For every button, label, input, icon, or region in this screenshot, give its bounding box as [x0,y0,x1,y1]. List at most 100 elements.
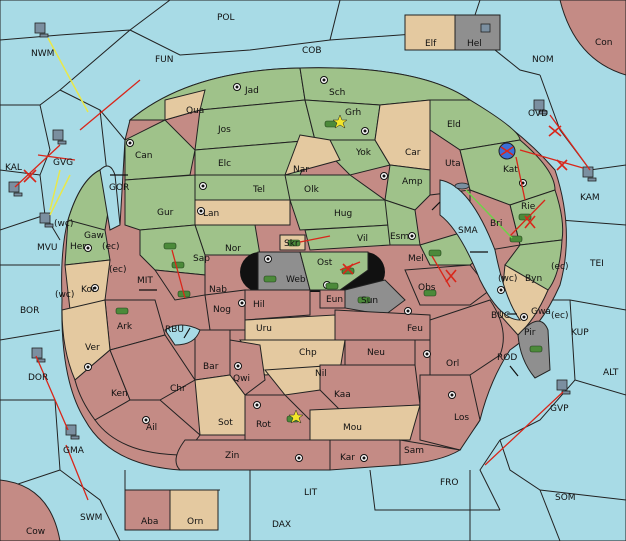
land-lan[interactable] [194,199,291,226]
label-buc: BUC [491,311,510,321]
label-som: SOM [555,493,576,503]
label-can: Can [135,151,153,161]
label-qwi: Qwi [233,374,250,384]
land-qwi[interactable] [229,339,266,396]
label-los: Los [454,413,469,423]
label-chr: Chr [170,384,186,394]
land-los[interactable] [419,374,481,451]
label-her: Her [70,242,86,252]
land-qua[interactable] [164,89,206,121]
land-vil[interactable] [304,224,391,251]
label-gvg: GVG [53,158,73,168]
label-elc: Elc [218,159,231,169]
label-bri: Bri [490,219,502,229]
land-can[interactable] [124,119,196,181]
land-amp[interactable] [384,164,431,211]
label-yok: Yok [355,148,372,158]
land-bar[interactable] [194,329,231,381]
label-aba: Aba [141,517,158,527]
label-vil: Vil [357,234,368,244]
land-ail[interactable] [94,399,201,456]
label-neu: Neu [367,348,385,358]
land-gaw[interactable] [67,169,111,236]
label-alt: ALT [603,368,619,378]
label-dax: DAX [272,520,291,530]
land-tel[interactable] [194,174,291,201]
land-sun[interactable] [344,279,406,316]
land-ost[interactable] [299,251,369,291]
land-chr[interactable] [109,334,196,401]
inlet-rbu [164,324,201,346]
label-tel: Tel [252,185,265,195]
label-rod: ROD [497,353,517,363]
label-ost: Ost [317,258,333,268]
label-mit: MIT [137,276,153,286]
label-nar: Nar [293,165,309,175]
label-gvp: GVP [550,404,569,414]
label-olk: Olk [304,185,320,195]
label-sch: Sch [329,88,345,98]
label-amp: Amp [402,177,423,187]
land-gur[interactable] [124,174,196,231]
land-zin[interactable] [175,439,331,471]
label-gaw: Gaw [84,231,104,241]
label-pir: Pir [524,328,536,338]
label-sma: SMA [458,226,478,236]
label-sam: Sam [404,446,424,456]
label-kar: Kar [340,453,355,463]
land-elf[interactable] [404,14,456,51]
passage-arrows [110,174,519,377]
label-sot: Sot [218,418,233,428]
label-kor: Kor [81,285,96,295]
label-feu: Feu [407,324,423,334]
label-nil: Nil [315,369,327,379]
label-byn: Byn [525,274,542,284]
label-rie: Rie [521,202,536,212]
label-esm: Esm [390,232,409,242]
label-lan: Lan [203,209,219,219]
label-rot: Rot [256,420,271,430]
label-cow: Cow [26,527,45,537]
label-eld: Eld [447,120,461,130]
land-mou[interactable] [309,404,421,441]
label-mel: Mel [408,254,424,264]
label-con: Con [595,38,613,48]
coast-tag-gwa-ec: (ec) [551,311,569,321]
land-hel[interactable] [454,14,501,51]
label-hel: Hel [467,39,482,49]
label-hil: Hil [253,300,265,310]
label-ark: Ark [117,322,133,332]
label-gma: GMA [63,446,85,456]
land-aba[interactable] [124,489,171,531]
land-nar[interactable] [284,134,341,176]
land-orl[interactable] [429,299,504,376]
label-sap: Sap [193,254,210,264]
map-labels: POL COB FUN NOM NWM OVD KAL GVG MVU GOR … [5,13,619,537]
label-ovd: OVD [528,109,548,119]
label-elf: Elf [425,39,437,49]
land-kaa[interactable] [319,364,421,411]
supply-centers [84,76,528,462]
label-tei: TEI [589,259,604,269]
coast-tag-byn-ec: (ec) [551,262,569,272]
label-nog: Nog [213,305,231,315]
label-jad: Jad [244,86,259,96]
label-sun: Sun [361,296,378,306]
label-grh: Grh [345,108,361,118]
label-nab: Nab [209,285,227,295]
label-gur: Gur [157,208,174,218]
yellow-move-arrows [47,37,89,216]
label-uta: Uta [445,159,461,169]
label-cob: COB [302,46,322,56]
label-jos: Jos [217,125,231,135]
land-orn[interactable] [169,489,219,531]
label-bor: BOR [20,306,39,316]
coast-tag-mvu-wc: (wc) [54,219,73,229]
label-lit: LIT [304,488,318,498]
label-ken: Ken [111,389,128,399]
coast-tag-byn-wc: (wc) [498,274,517,284]
label-obs: Obs [418,283,436,293]
land-sam[interactable] [399,439,462,466]
label-nwm: NWM [31,49,54,59]
